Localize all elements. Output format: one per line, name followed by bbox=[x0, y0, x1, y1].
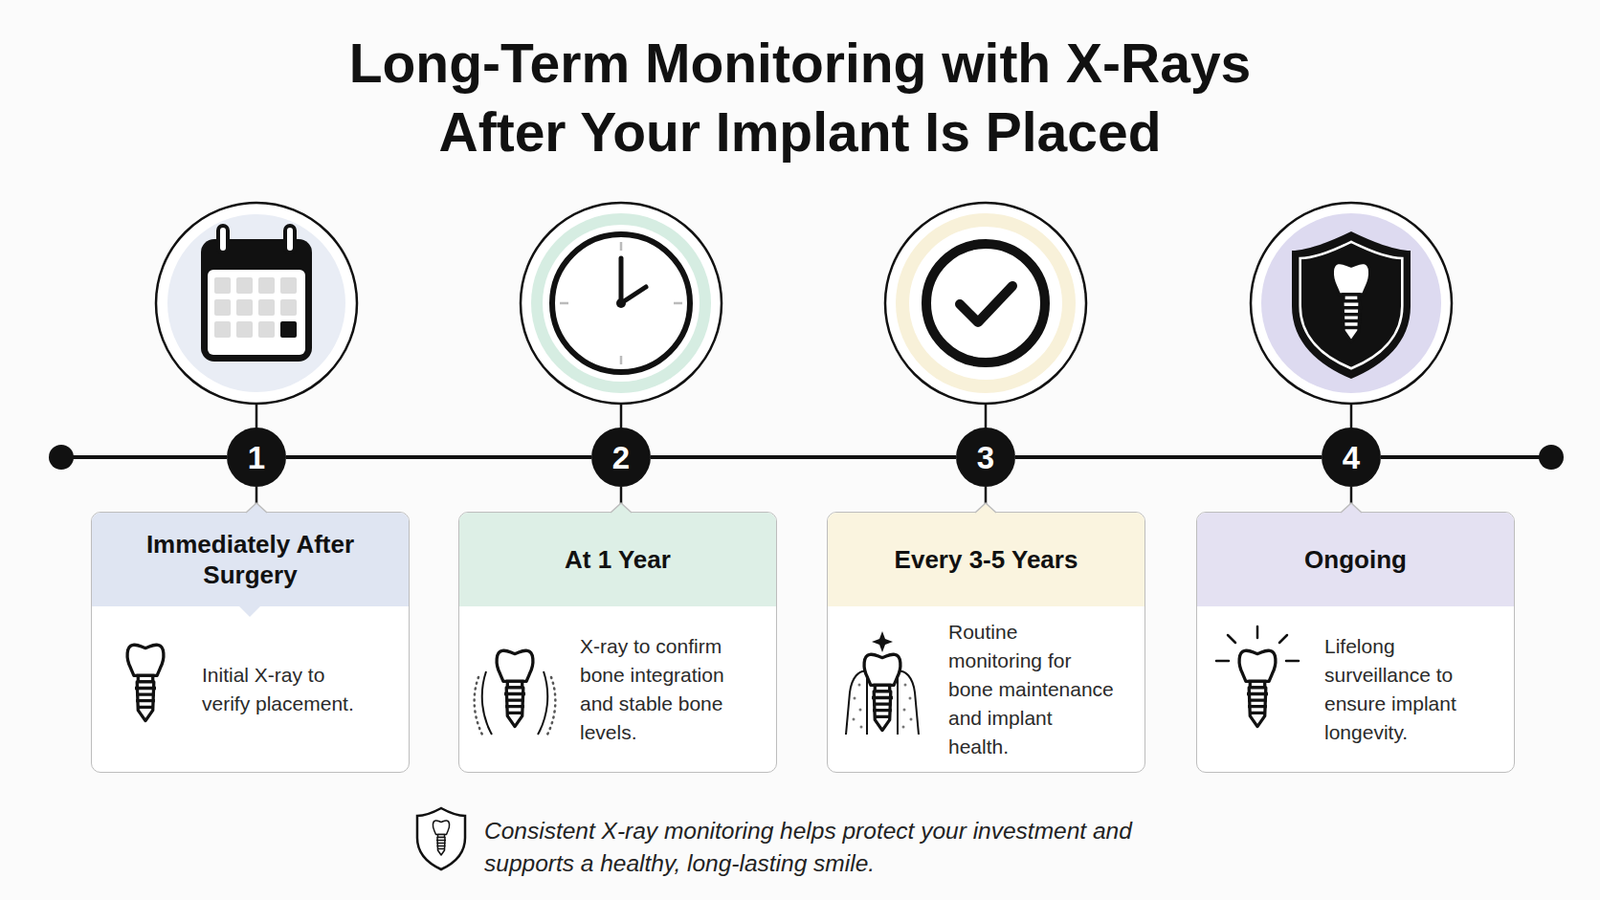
card-body: Lifelong surveillance to ensure implant … bbox=[1197, 606, 1514, 773]
step-description: X-ray to confirm bone integration and st… bbox=[579, 632, 743, 748]
implant-bone-icon bbox=[845, 631, 919, 735]
step-heading: Ongoing bbox=[1304, 544, 1407, 576]
step-card: Immediately After SurgeryInitial X-ray t… bbox=[90, 511, 410, 774]
step-number-text: 1 bbox=[247, 442, 266, 474]
step-description: Initial X-ray to verify placement. bbox=[201, 661, 371, 719]
clock-icon bbox=[520, 202, 722, 404]
step-number: 1 bbox=[226, 427, 287, 488]
implant-bone-icon bbox=[474, 650, 556, 735]
step-number-text: 4 bbox=[1342, 442, 1360, 474]
step-number: 4 bbox=[1321, 427, 1381, 488]
card-stem bbox=[255, 487, 259, 512]
card-body: X-ray to confirm bone integration and st… bbox=[459, 606, 777, 773]
card-header: Ongoing bbox=[1197, 512, 1514, 607]
step-number: 2 bbox=[591, 427, 651, 488]
step-number-text: 2 bbox=[612, 442, 630, 474]
step-card: At 1 YearX-ray to confirm bone integrati… bbox=[458, 511, 778, 774]
card-header: Immediately After Surgery bbox=[91, 512, 409, 607]
step-description: Routine monitoring for bone maintenance … bbox=[948, 618, 1117, 762]
icon-stem bbox=[256, 403, 1352, 429]
timeline-segment bbox=[650, 455, 956, 460]
timeline-segment bbox=[1015, 455, 1322, 460]
card-stem bbox=[1350, 487, 1354, 512]
step-card: Every 3-5 YearsRoutine monitoring for bo… bbox=[826, 511, 1146, 774]
caption: Consistent X-ray monitoring helps protec… bbox=[484, 815, 1174, 881]
shield-icon bbox=[1250, 202, 1452, 404]
implant-icon bbox=[127, 644, 164, 721]
timeline-segment bbox=[286, 455, 592, 460]
header-notch bbox=[238, 605, 262, 618]
implant-shine-icon bbox=[1216, 626, 1299, 728]
card-body: Initial X-ray to verify placement. bbox=[91, 606, 409, 773]
step-number-text: 3 bbox=[977, 442, 995, 474]
step-number: 3 bbox=[955, 427, 1016, 488]
step-card: OngoingLifelong surveillance to ensure i… bbox=[1196, 511, 1515, 774]
calendar-icon bbox=[155, 202, 357, 404]
card-stem bbox=[620, 487, 623, 512]
card-body: Routine monitoring for bone maintenance … bbox=[827, 606, 1145, 773]
card-caret bbox=[245, 503, 1362, 513]
step-heading: Immediately After Surgery bbox=[145, 529, 356, 591]
footer-shield-icon bbox=[417, 808, 466, 870]
card-header: At 1 Year bbox=[459, 512, 777, 607]
card-stem bbox=[984, 487, 988, 512]
card-header: Every 3-5 Years bbox=[827, 512, 1145, 607]
step-description: Lifelong surveillance to ensure implant … bbox=[1324, 632, 1488, 748]
step-heading: At 1 Year bbox=[564, 544, 671, 576]
check-icon bbox=[885, 202, 1087, 404]
step-heading: Every 3-5 Years bbox=[894, 544, 1079, 576]
title: Long-Term Monitoring with X-Rays After Y… bbox=[292, 28, 1308, 167]
